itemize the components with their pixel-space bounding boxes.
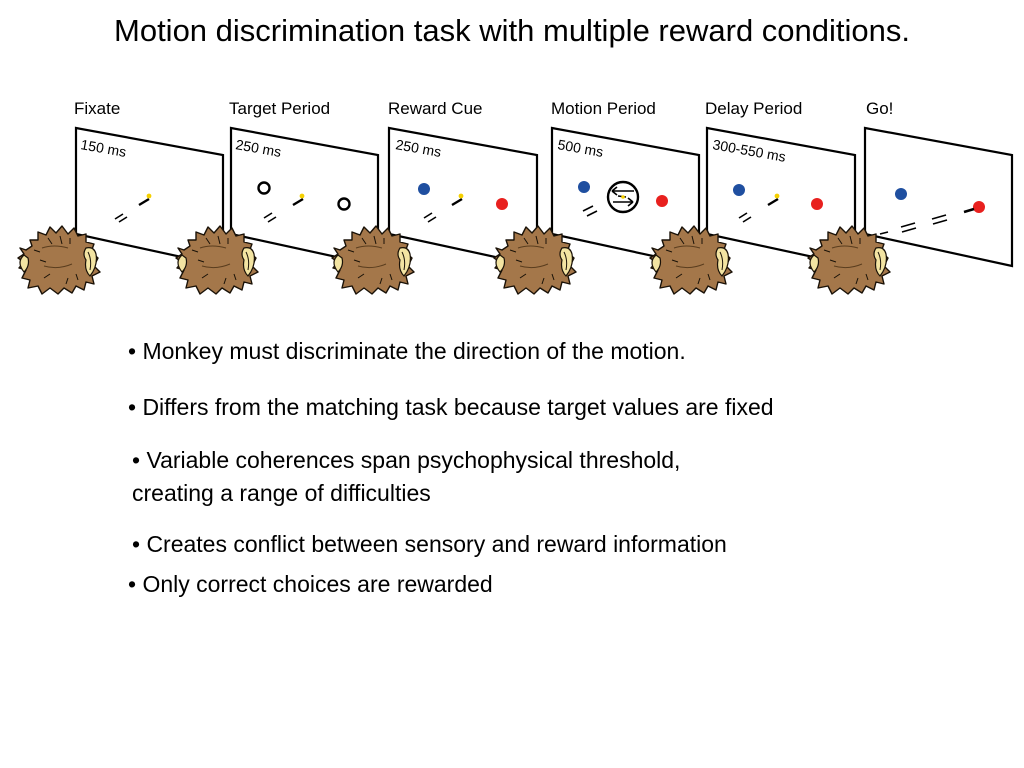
panel-label: Delay Period (705, 99, 802, 118)
fixation-point (299, 193, 305, 199)
gaze-dash (267, 216, 277, 223)
gaze-dash (451, 197, 463, 207)
saccade-dash (901, 227, 917, 233)
target-open-circle (337, 197, 351, 211)
target-open-circle (257, 181, 271, 195)
panel-fixate: Fixate 150 ms (17, 99, 225, 295)
red-target (496, 198, 508, 210)
panel-reward-cue: Reward Cue 250 ms (331, 99, 539, 295)
gaze-dash (292, 197, 304, 207)
panel-label: Go! (866, 99, 893, 118)
saccade-dash (931, 214, 947, 220)
motion-stimulus-icon (606, 180, 640, 214)
gaze-dash (742, 216, 752, 223)
panel-label: Fixate (74, 99, 120, 118)
bullet-variable-coherences-cont: creating a range of difficulties (132, 480, 431, 506)
saccade-dash (879, 231, 889, 235)
fixation-point (146, 193, 152, 199)
gaze-dash (582, 205, 594, 212)
panel-motion-period: Motion Period 500 ms (493, 99, 701, 295)
panel-label: Target Period (229, 99, 330, 118)
gaze-dash (738, 212, 748, 219)
gaze-dash (118, 216, 128, 223)
bullet-discriminate-motion: • Monkey must discriminate the direction… (128, 338, 686, 364)
duration-label: 250 ms (234, 136, 282, 160)
panel-label: Motion Period (551, 99, 656, 118)
gaze-dash (138, 197, 150, 207)
bullet-creates-conflict: • Creates conflict between sensory and r… (132, 531, 727, 557)
gaze-dash (767, 197, 779, 207)
red-target (811, 198, 823, 210)
gaze-dash (263, 212, 273, 219)
saccade-dash (900, 222, 916, 228)
bullet-correct-rewarded: • Only correct choices are rewarded (128, 571, 493, 597)
panel-go: Go! (807, 99, 1014, 295)
slide-title: Motion discrimination task with multiple… (114, 13, 910, 48)
fixation-point (774, 193, 780, 199)
bullet-variable-coherences: • Variable coherences span psychophysica… (132, 447, 681, 473)
duration-label: 150 ms (79, 136, 127, 160)
gaze-dash (114, 213, 124, 220)
bullet-differs-from-matching: • Differs from the matching task because… (128, 394, 774, 420)
blue-target (733, 184, 745, 196)
panel-label: Reward Cue (388, 99, 483, 118)
blue-target (418, 183, 430, 195)
panel-target-period: Target Period 250 ms (175, 99, 380, 295)
blue-target (895, 188, 907, 200)
blue-target (578, 181, 590, 193)
gaze-dash (423, 212, 433, 219)
fixation-point (458, 193, 464, 199)
saccade-dash (932, 219, 948, 225)
task-diagram: Fixate 150 ms Target Period 250 ms Rewar… (17, 99, 1014, 295)
duration-label: 500 ms (556, 136, 604, 160)
gaze-dash (427, 216, 437, 223)
red-target (656, 195, 668, 207)
saccade-dash (963, 207, 975, 214)
gaze-dash (586, 210, 598, 217)
screen (863, 126, 1014, 268)
duration-label: 250 ms (394, 136, 442, 160)
red-target (973, 201, 985, 213)
